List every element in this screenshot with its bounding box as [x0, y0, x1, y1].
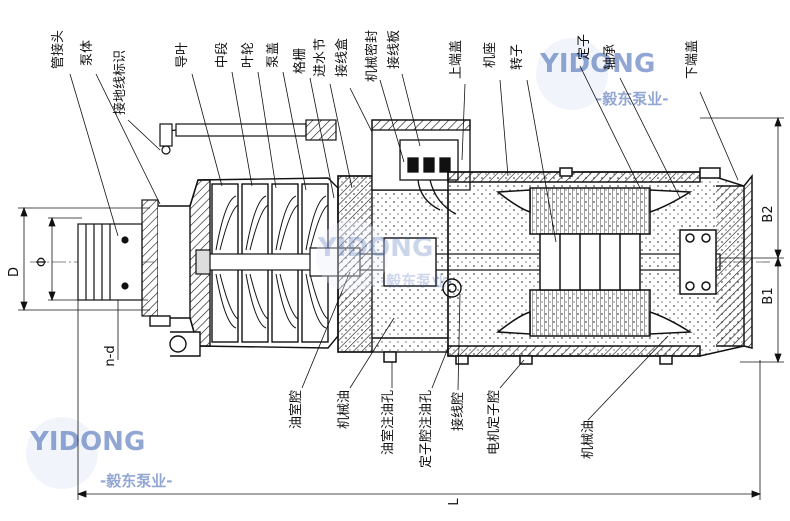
dimension-lines — [18, 116, 784, 500]
label-pump-cover: 泵盖 — [266, 42, 281, 68]
label-middle-section: 中段 — [215, 42, 230, 68]
label-inlet-section: 进水节 — [313, 38, 328, 77]
label-wiring-chamber: 接线腔 — [450, 392, 466, 431]
dimension-labels: D Φ n-d B2 B1 L — [7, 205, 776, 505]
label-lower-end-cover: 下端盖 — [685, 40, 700, 79]
handle-cable — [159, 119, 337, 155]
label-upper-end-cover: 上端盖 — [449, 40, 464, 79]
oil-chamber-shape — [337, 175, 462, 353]
watermark-cn-bottom: -毅东泵业- — [100, 472, 172, 490]
watermark-center: YIDONG -毅东泵业- — [316, 220, 452, 292]
label-mech-oil-2: 机械油 — [581, 420, 596, 459]
label-oil-chamber: 油室腔 — [288, 390, 304, 429]
dim-label-d: D — [7, 267, 22, 277]
label-impeller: 叶轮 — [241, 42, 256, 68]
label-guide-vane: 导叶 — [175, 42, 190, 68]
label-pump-body: 泵体 — [80, 40, 95, 66]
label-stator: 定子 — [577, 34, 592, 60]
junction-box-shape — [371, 119, 471, 215]
dim-label-nd: n-d — [103, 345, 118, 366]
label-oil-chamber-fill: 油室注油孔 — [380, 390, 396, 455]
watermark-bottom-left: YIDONG -毅东泵业- — [26, 417, 172, 490]
watermark-cn-top: -毅东泵业- — [596, 90, 668, 108]
label-terminal-board: 接线板 — [386, 30, 402, 69]
label-bearing: 轴承 — [603, 44, 618, 70]
dim-label-phi: Φ — [35, 257, 50, 267]
pipe-connector-shape — [77, 199, 159, 317]
label-stator-chamber-fill: 定子腔注油孔 — [419, 390, 434, 468]
watermark-en-center: YIDONG — [317, 233, 433, 263]
labels-top: 管接头 泵体 接地线标识 导叶 中段 叶轮 泵盖 格栅 进水节 接线盒 机械密封… — [50, 30, 700, 115]
label-mech-oil-1: 机械油 — [337, 390, 352, 429]
label-grille: 格栅 — [292, 48, 308, 74]
motor-housing — [383, 167, 753, 365]
leader-lines-bottom — [301, 271, 669, 421]
label-mech-seal: 机械密封 — [364, 30, 380, 82]
label-rotor: 转子 — [510, 44, 525, 70]
watermark-top-right: YIDONG -毅东泵业- — [536, 38, 668, 110]
watermark-cn-center: -毅东泵业- — [380, 272, 452, 290]
dim-label-b1: B1 — [761, 287, 776, 304]
dim-label-b2: B2 — [761, 205, 776, 222]
label-junction-box: 接线盒 — [334, 38, 350, 77]
label-pipe-connector: 管接头 — [50, 30, 66, 69]
watermark-en-top: YIDONG — [539, 49, 655, 79]
label-motor-base: 机座 — [483, 42, 498, 68]
labels-bottom: 油室腔 机械油 油室注油孔 定子腔注油孔 接线腔 电机定子腔 机械油 — [288, 390, 596, 468]
dim-label-l: L — [447, 498, 462, 506]
label-ground-mark: 接地线标识 — [112, 50, 128, 115]
leader-lines-top — [69, 65, 739, 243]
watermark-en-bottom: YIDONG — [29, 427, 145, 457]
label-motor-stator-chamber: 电机定子腔 — [487, 390, 502, 455]
